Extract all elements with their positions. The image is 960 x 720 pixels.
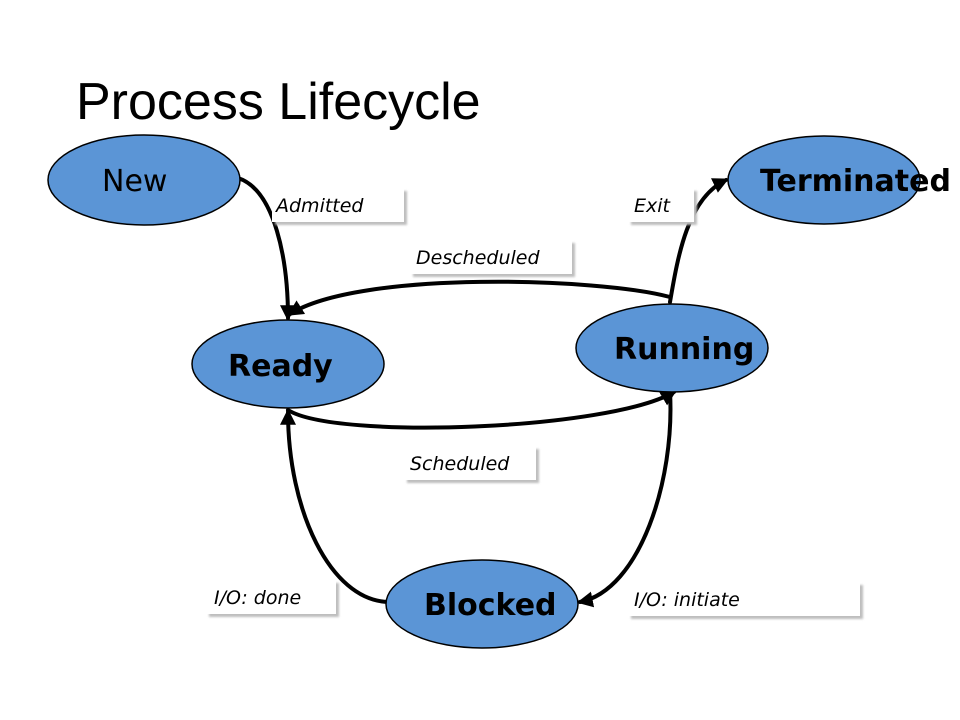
svg-text:I/O: initiate: I/O: initiate [634, 589, 740, 611]
svg-text:Blocked: Blocked [424, 588, 557, 623]
svg-text:Running: Running [614, 332, 754, 367]
svg-text:Ready: Ready [228, 349, 333, 384]
state-blocked: Blocked [385, 559, 579, 649]
svg-text:Descheduled: Descheduled [416, 247, 540, 269]
arrow-admitted [236, 176, 296, 322]
page-title: Process Lifecycle [76, 73, 481, 131]
state-new: New [47, 134, 241, 226]
label-io-done: I/O: done [206, 580, 336, 614]
svg-text:I/O: done: I/O: done [214, 587, 301, 609]
label-scheduled: Scheduled [404, 446, 536, 480]
arrow-scheduled [286, 390, 677, 430]
state-terminated: Terminated [727, 135, 951, 225]
arrow-io-initiate [576, 390, 673, 608]
svg-text:Terminated: Terminated [760, 164, 951, 199]
state-running: Running [575, 303, 769, 393]
label-io-initiate: I/O: initiate [628, 582, 860, 616]
svg-text:Admitted: Admitted [274, 195, 364, 217]
transitions [236, 176, 729, 608]
label-exit: Exit [628, 188, 694, 222]
svg-text:Exit: Exit [634, 195, 672, 217]
arrow-exit [668, 178, 729, 304]
state-ready: Ready [191, 319, 385, 409]
svg-text:New: New [102, 164, 167, 199]
svg-text:Scheduled: Scheduled [410, 453, 510, 475]
label-admitted: Admitted [272, 188, 404, 222]
arrow-descheduled [287, 279, 672, 316]
label-descheduled: Descheduled [410, 240, 572, 274]
arrow-io-done [280, 408, 390, 604]
